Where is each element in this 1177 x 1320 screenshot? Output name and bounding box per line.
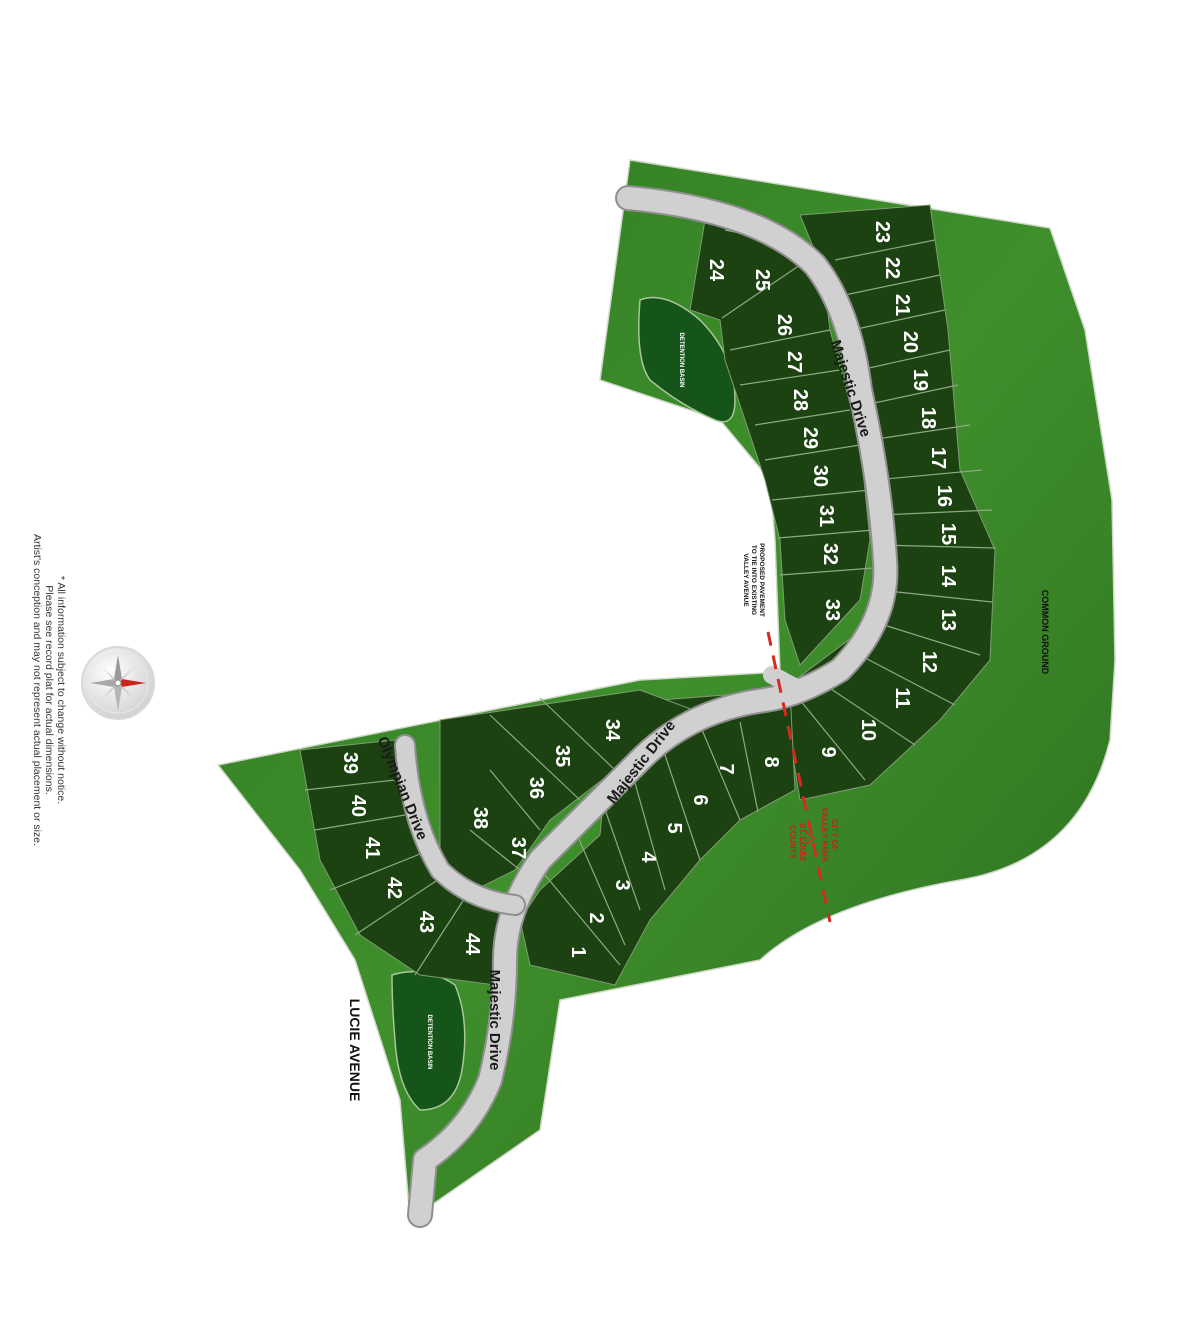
lot-number: 28 bbox=[789, 389, 811, 411]
lot-number: 15 bbox=[937, 523, 959, 545]
lot-number: 27 bbox=[783, 351, 805, 373]
compass-rose-icon bbox=[81, 646, 155, 720]
road-stub-east bbox=[763, 666, 809, 699]
lot-number: 17 bbox=[927, 447, 949, 469]
lot-number: 12 bbox=[918, 651, 940, 673]
lot-number: 7 bbox=[715, 763, 737, 774]
roads bbox=[394, 185, 899, 1228]
lot-number: 31 bbox=[815, 505, 837, 527]
lot-number: 33 bbox=[821, 599, 843, 621]
street-label-lucie-avenue: LUCIE AVENUE bbox=[347, 999, 363, 1102]
lot-number: 36 bbox=[525, 777, 547, 799]
disclaimer-line-3: Artist's conception and may not represen… bbox=[31, 534, 43, 846]
proposed-pavement-line-1: PROPOSED PAVEMENT bbox=[758, 543, 765, 617]
lot-number: 9 bbox=[817, 746, 839, 757]
proposed-pavement-note: PROPOSED PAVEMENT TO TIE INTO EXISTING V… bbox=[742, 543, 765, 617]
lot-number: 19 bbox=[909, 369, 931, 391]
lot-number: 11 bbox=[891, 687, 913, 708]
municipal-boundary-line bbox=[766, 631, 832, 923]
lot-number: 1 bbox=[567, 946, 589, 957]
lot-number: 22 bbox=[881, 257, 903, 279]
lot-number: 23 bbox=[871, 221, 893, 243]
proposed-pavement-line-3: VALLEY AVENUE bbox=[742, 553, 749, 607]
city-label-line-2: VALLEY PARK bbox=[820, 807, 829, 862]
lot-number: 42 bbox=[383, 877, 405, 899]
disclaimer-line-2: Please see record plat for actual dimens… bbox=[43, 585, 55, 795]
lot-number: 18 bbox=[917, 407, 939, 429]
lot-number: 4 bbox=[637, 851, 659, 863]
disclaimer-line-1: * All information subject to change with… bbox=[55, 576, 67, 804]
lot-number: 38 bbox=[469, 807, 491, 829]
municipal-boundary-note: CITY OF VALLEY PARK ST. LOUIS COUNTY bbox=[788, 807, 839, 862]
lot-number: 37 bbox=[507, 837, 529, 859]
lot-number: 24 bbox=[705, 259, 727, 282]
lot-number: 25 bbox=[751, 269, 773, 291]
lot-number: 14 bbox=[937, 565, 959, 588]
lot-number: 20 bbox=[899, 331, 921, 353]
city-label-line-1: CITY OF bbox=[830, 819, 839, 851]
detention-basin-lower bbox=[391, 970, 466, 1111]
disclaimer: * All information subject to change with… bbox=[31, 534, 67, 846]
street-label-majestic-lower: Majestic Drive bbox=[486, 970, 503, 1071]
lot-number: 34 bbox=[601, 719, 623, 742]
lot-number: 3 bbox=[611, 879, 633, 890]
lot-number: 29 bbox=[799, 427, 821, 449]
lot-number: 43 bbox=[415, 911, 437, 933]
lot-number: 39 bbox=[339, 752, 361, 774]
lot-number: 30 bbox=[809, 465, 831, 487]
lot-numbers: 1 2 3 4 5 6 7 8 9 10 11 12 13 14 15 16 1… bbox=[339, 221, 959, 958]
lot-number: 2 bbox=[585, 912, 607, 923]
detention-basin-upper-label: DETENTION BASIN bbox=[678, 332, 684, 387]
lot-number: 5 bbox=[663, 822, 685, 833]
lot-number: 10 bbox=[857, 719, 879, 741]
proposed-pavement-line-2: TO TIE INTO EXISTING bbox=[750, 545, 757, 615]
county-label-line-1: ST. LOUIS bbox=[798, 823, 807, 862]
lot-number: 16 bbox=[933, 485, 955, 507]
lot-number: 21 bbox=[891, 294, 913, 316]
lot-number: 13 bbox=[937, 609, 959, 631]
lot-number: 6 bbox=[689, 794, 711, 805]
detention-basin-lower-label: DETENTION BASIN bbox=[426, 1014, 432, 1069]
lot-number: 41 bbox=[361, 837, 383, 859]
county-label-line-2: COUNTY bbox=[788, 825, 797, 859]
lot-dividers bbox=[304, 229, 997, 976]
boundary-arrow-icon bbox=[805, 831, 816, 845]
lot-number: 44 bbox=[461, 933, 483, 956]
lot-number: 26 bbox=[773, 314, 795, 336]
common-ground-label: COMMON GROUND bbox=[1040, 590, 1050, 675]
lot-number: 8 bbox=[760, 756, 782, 767]
lot-number: 35 bbox=[551, 745, 573, 767]
detention-basin-upper bbox=[638, 296, 736, 423]
lot-number: 32 bbox=[819, 543, 841, 565]
lot-number: 40 bbox=[347, 795, 369, 817]
